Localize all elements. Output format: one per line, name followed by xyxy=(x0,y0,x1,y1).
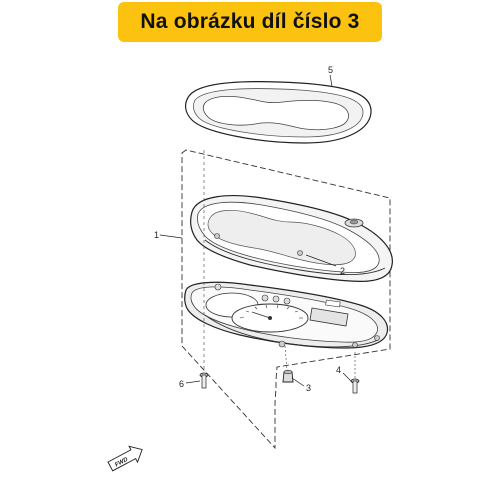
banner-title: Na obrázku díl číslo 3 xyxy=(140,10,360,33)
header-banner: Na obrázku díl číslo 3 xyxy=(0,0,500,44)
callout-6: 6 xyxy=(179,379,184,389)
part-5-cover-ring xyxy=(185,81,372,144)
part-2-bezel xyxy=(190,195,393,283)
part-6-screw xyxy=(199,150,209,389)
gauge-cluster xyxy=(184,281,389,349)
callout-1: 1 xyxy=(154,230,159,240)
banner-pill: Na obrázku díl číslo 3 xyxy=(118,2,382,42)
callout-2: 2 xyxy=(340,266,345,276)
callout-3: 3 xyxy=(306,383,311,393)
part-3-grommet xyxy=(282,345,294,383)
assembly-boundary xyxy=(181,149,391,450)
forward-arrow-icon: FWD xyxy=(107,445,143,472)
callout-5: 5 xyxy=(328,65,333,75)
callout-4: 4 xyxy=(336,365,341,375)
part-4-screw xyxy=(350,352,360,394)
